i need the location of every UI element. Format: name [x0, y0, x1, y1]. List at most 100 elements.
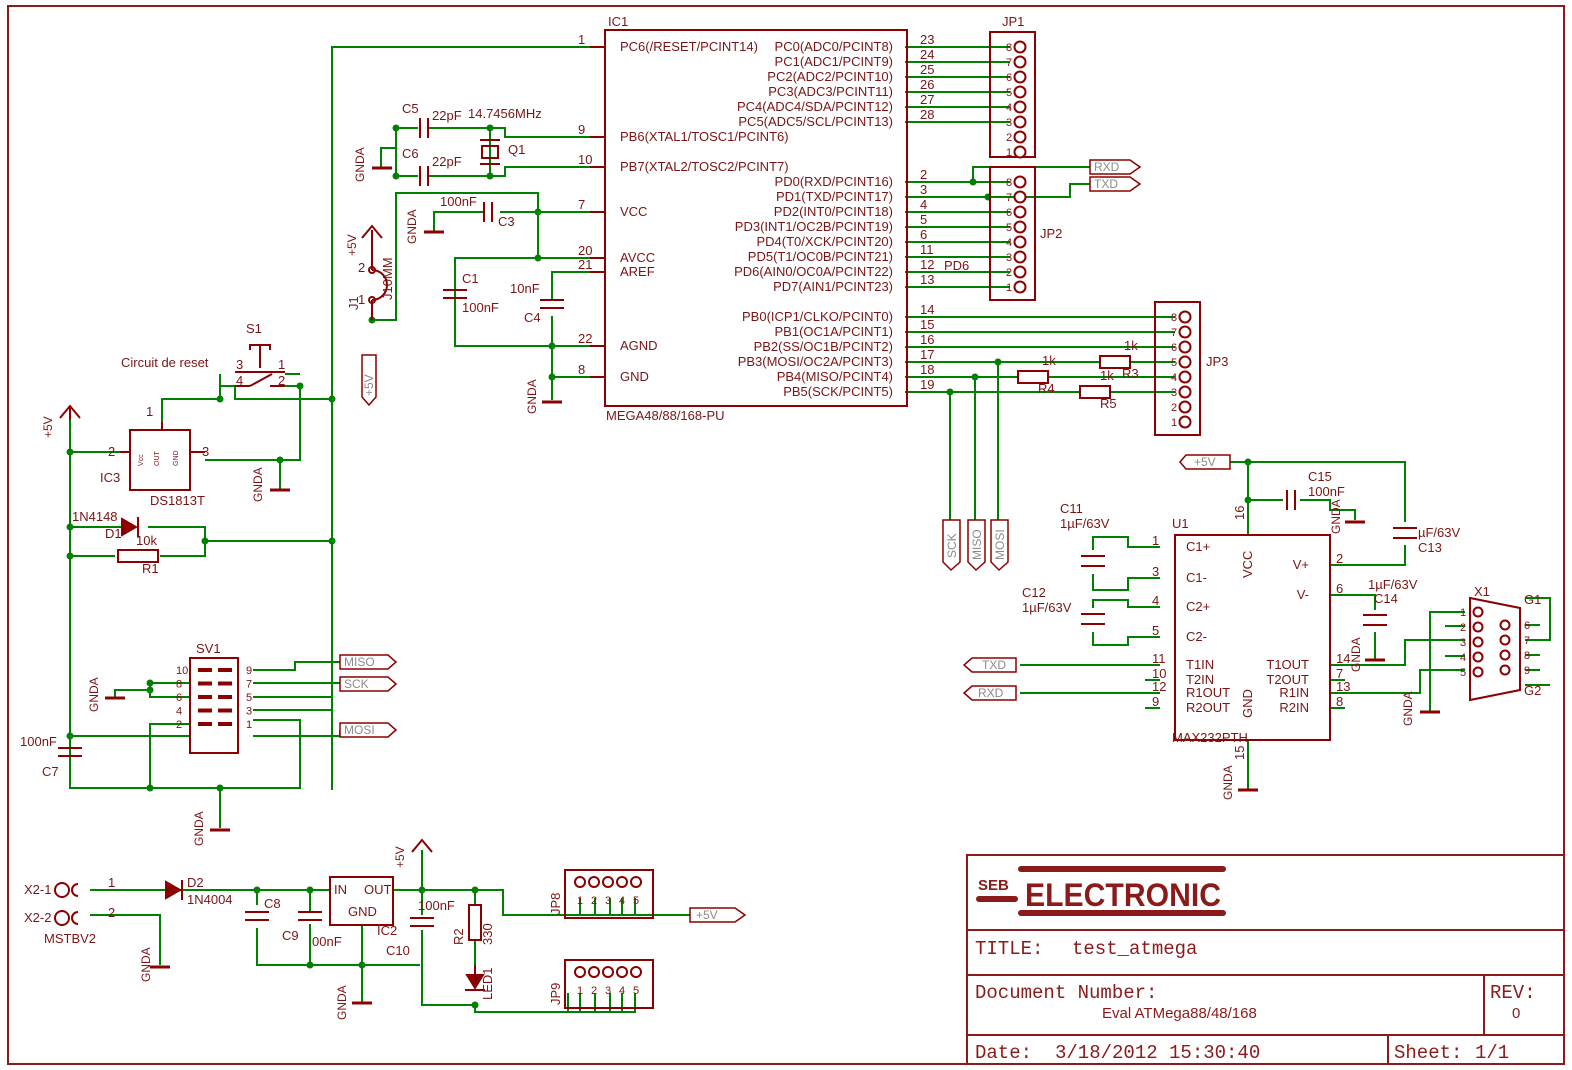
date-value: 3/18/2012 15:30:40: [1055, 1042, 1260, 1064]
jp1-pin: [1013, 55, 1027, 69]
jp8-pin: [588, 876, 600, 888]
c7-value: 100nF: [20, 734, 57, 749]
x1-pin: [1499, 619, 1511, 631]
net-miso-bus: MISO: [970, 529, 984, 560]
jp1-pin: [1013, 100, 1027, 114]
jp2-pin: [1013, 190, 1027, 204]
jp2-pin: [1013, 280, 1027, 294]
u1-pin-num: 4: [1152, 593, 1159, 608]
jp1-pin-num: 7: [1006, 57, 1012, 69]
sv1-pin: [218, 722, 232, 726]
x1-pin: [1472, 651, 1484, 663]
u1-pin-num: 11: [1152, 651, 1166, 666]
j1-value: J10MM: [380, 257, 395, 300]
plus5v-ic2: +5V: [393, 846, 407, 868]
r5-name: R5: [1100, 396, 1117, 411]
jp3-pin: [1178, 415, 1192, 429]
mcu-pin-label: PD1(TXD/PCINT17): [776, 189, 893, 204]
jp8-pin-num: 4: [619, 895, 625, 907]
jp2-pin: [1013, 235, 1027, 249]
x1-g1: G1: [1524, 592, 1541, 607]
jp3-pin-num: 7: [1171, 327, 1177, 339]
net-label-texts: RXD TXD MISO SCK MOSI +5V TXD RXD +5V +5…: [344, 160, 1216, 922]
x1-pin: [1499, 634, 1511, 646]
x1-pin: [1472, 636, 1484, 648]
mcu-pin-label: PD6(AIN0/OC0A/PCINT22): [734, 264, 893, 279]
jp3-pin-num: 4: [1171, 372, 1177, 384]
ic2-out: OUT: [364, 882, 392, 897]
jp2-pin-num: 4: [1006, 237, 1012, 249]
net-rxd-in: RXD: [978, 686, 1004, 700]
r4-value: 1k: [1042, 353, 1056, 368]
jp8-pin-num: 5: [633, 895, 639, 907]
mcu-pin-num: 11: [920, 242, 934, 257]
seb-logo: SEB ELECTRONIC: [976, 866, 1226, 916]
x1-pin-num: 8: [1524, 650, 1530, 662]
u1-pin-label: C1+: [1186, 539, 1210, 554]
jp3-pin: [1178, 355, 1192, 369]
c12-value: 1µF/63V: [1022, 600, 1072, 615]
jp8-pin: [574, 876, 586, 888]
jp1-pin: [1013, 40, 1027, 54]
mcu-pin-label: PD2(INT0/PCINT18): [774, 204, 893, 219]
c7-name: C7: [42, 764, 59, 779]
net-5v-max: +5V: [1194, 455, 1216, 469]
net-5v-j1: +5V: [362, 374, 376, 396]
sv1-pin: [218, 668, 232, 672]
jp9-pin-num: 2: [591, 985, 597, 997]
c6-name: C6: [402, 146, 419, 161]
x1-pin: [1472, 666, 1484, 678]
jp3-pin-num: 3: [1171, 387, 1177, 399]
mcu-pin-label: PC6(/RESET/PCINT14): [620, 39, 758, 54]
mcu-pin-num: 2: [920, 167, 927, 182]
d1-name: D1: [105, 526, 122, 541]
r5-value: 1k: [1100, 368, 1114, 383]
x1-pin-num: 5: [1460, 667, 1466, 679]
jp9-name: JP9: [548, 983, 563, 1005]
mcu-pin-label: PB5(SCK/PCINT5): [783, 384, 893, 399]
r2-value: 330: [480, 923, 495, 945]
c13-name: C13: [1418, 540, 1442, 555]
r1-name: R1: [142, 561, 159, 576]
u1-value: MAX232PTH: [1172, 730, 1248, 745]
sv1-pin-num: 3: [246, 706, 252, 718]
jp1-pin: [1013, 115, 1027, 129]
header-pins: [198, 40, 1511, 978]
mcu-pin-label: AVCC: [620, 250, 655, 265]
mcu-pin-num: 7: [578, 197, 585, 212]
mcu-name: IC1: [608, 14, 628, 29]
c3-name: C3: [498, 214, 515, 229]
sv1-pin-num: 1: [246, 719, 252, 731]
ic3-pin2: 2: [108, 444, 115, 459]
u1-pin-label: R2OUT: [1186, 700, 1230, 715]
s1-name: S1: [246, 321, 262, 336]
jp1-pin-num: 8: [1006, 42, 1012, 54]
u1-pin-label: C1-: [1186, 570, 1207, 585]
jp1-pin: [1013, 130, 1027, 144]
jp1-pin: [1013, 85, 1027, 99]
net-txd-out: TXD: [1094, 177, 1118, 191]
mcu-pin-num: 27: [920, 92, 934, 107]
x1-pin-num: 4: [1460, 652, 1466, 664]
gnda-bottom: GNDA: [192, 811, 206, 846]
mcu-pin-label: PB0(ICP1/CLKO/PCINT0): [742, 309, 893, 324]
u1-pin-num: 3: [1152, 564, 1159, 579]
r3-name: R3: [1122, 366, 1139, 381]
jp2-pin-num: 7: [1006, 192, 1012, 204]
jp2-pin: [1013, 205, 1027, 219]
u1-pin-label: V-: [1297, 587, 1309, 602]
u1-pin-label: T2OUT: [1266, 672, 1309, 687]
mcu-pin-label: PC3(ADC3/PCINT11): [768, 84, 893, 99]
sv1-pin: [218, 681, 232, 686]
gnda-mcu: GNDA: [525, 379, 539, 414]
c4-name: C4: [524, 310, 541, 325]
jp3-name: JP3: [1206, 354, 1228, 369]
jp3-pin: [1178, 340, 1192, 354]
x1-pin-num: 1: [1460, 607, 1466, 619]
s1-pin2: 2: [278, 373, 285, 388]
mcu-pin-num: 6: [920, 227, 927, 242]
plus5v-j1: +5V: [345, 234, 359, 256]
connector-pin-numbers: 8765432187654321876543211122334455108642…: [176, 42, 1530, 997]
ic3-value: DS1813T: [150, 493, 205, 508]
c5-name: C5: [402, 101, 419, 116]
